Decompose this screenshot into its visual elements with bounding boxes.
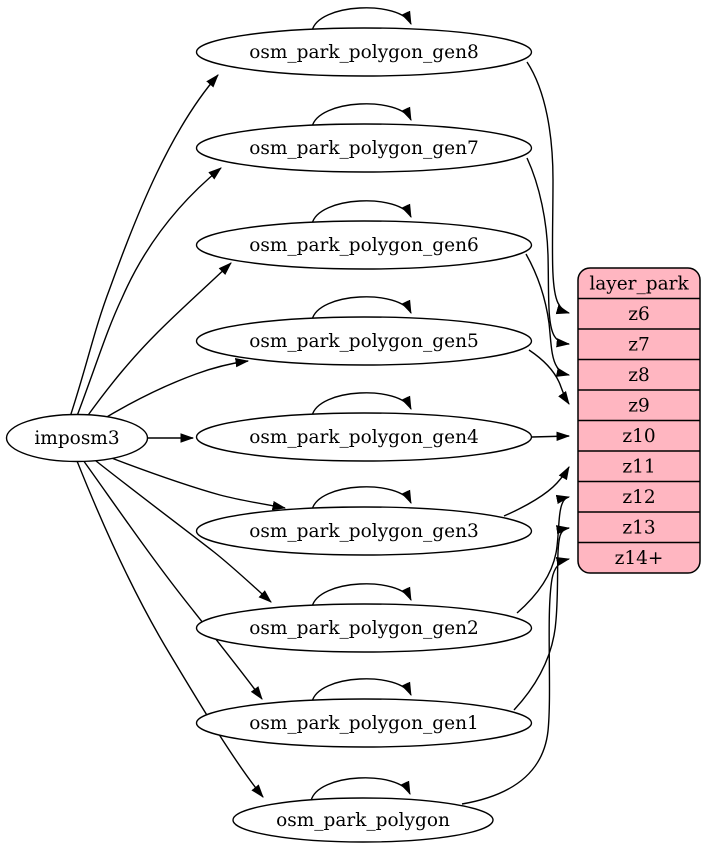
table-node-osm-park-polygon-gen5-label: osm_park_polygon_gen5 [249, 331, 479, 352]
self-loop-osm-park-polygon [310, 777, 411, 802]
edge-imposm3-to-osm-park-polygon-gen7 [76, 167, 222, 417]
table-node-osm-park-polygon-gen8: osm_park_polygon_gen8 [195, 27, 533, 77]
record-row-z12-label: z12 [622, 487, 655, 508]
record-row-z11-label: z11 [622, 456, 655, 477]
nodes-layer: imposm3 osm_park_polygon_gen8 osm_park_pol… [5, 27, 701, 843]
edge-imposm3-to-osm-park-polygon-gen1 [82, 459, 263, 700]
edge-imposm3-to-osm-park-polygon-gen3 [100, 453, 287, 511]
edge-osm-park-polygon-gen1-to-z13 [513, 525, 571, 711]
table-node-osm-park-polygon-gen6: osm_park_polygon_gen6 [195, 220, 533, 270]
edge-osm-park-polygon-gen6-to-z8 [525, 253, 571, 377]
table-node-osm-park-polygon-gen2: osm_park_polygon_gen2 [195, 603, 533, 653]
self-loop-osm-park-polygon-gen6 [311, 200, 412, 225]
table-node-osm-park-polygon-gen3: osm_park_polygon_gen3 [195, 506, 533, 556]
self-loop-osm-park-polygon-gen4 [311, 392, 412, 417]
record-row-z14plus-label: z14+ [615, 548, 664, 569]
edges-layer [69, 7, 571, 805]
table-node-osm-park-polygon-gen5: osm_park_polygon_gen5 [195, 316, 533, 366]
self-loop-osm-park-polygon-gen3 [311, 486, 412, 511]
edge-osm-park-polygon-gen4-to-z10 [531, 431, 571, 442]
self-loop-osm-park-polygon-gen7 [311, 103, 412, 128]
table-node-osm-park-polygon-gen7-label: osm_park_polygon_gen7 [249, 138, 479, 159]
table-node-osm-park-polygon-gen1-shape [195, 698, 533, 748]
edge-imposm3-to-osm-park-polygon-gen5 [99, 357, 250, 422]
table-node-osm-park-polygon-gen5-shape [195, 316, 533, 366]
record-layer-park: layer_park z6 z7 z8 z9 z10 z11 z12 z13 z14+ [577, 267, 701, 574]
table-node-osm-park-polygon-gen1-label: osm_park_polygon_gen1 [249, 713, 479, 734]
table-node-osm-park-polygon-gen4-label: osm_park_polygon_gen4 [249, 427, 479, 448]
node-imposm3: imposm3 [5, 413, 149, 463]
edge-imposm3-to-osm-park-polygon-gen6 [85, 262, 232, 419]
table-node-osm-park-polygon-gen4-shape [195, 412, 533, 462]
node-imposm3-shape [5, 413, 149, 463]
record-row-z9-label: z9 [628, 395, 650, 416]
table-node-osm-park-polygon-gen2-shape [195, 603, 533, 653]
table-node-osm-park-polygon-gen8-label: osm_park_polygon_gen8 [249, 42, 479, 63]
table-node-osm-park-polygon-gen2-label: osm_park_polygon_gen2 [249, 618, 479, 639]
record-row-z7-label: z7 [628, 334, 650, 355]
table-node-osm-park-polygon-gen3-label: osm_park_polygon_gen3 [249, 521, 479, 542]
edge-imposm3-to-osm-park-polygon-gen2 [90, 456, 272, 603]
self-loop-osm-park-polygon-gen1 [311, 678, 412, 703]
table-node-osm-park-polygon-label: osm_park_polygon [276, 810, 450, 831]
table-node-osm-park-polygon-gen7: osm_park_polygon_gen7 [195, 123, 533, 173]
edge-imposm3-to-osm-park-polygon-gen8 [69, 74, 219, 418]
self-loop-osm-park-polygon-gen5 [311, 296, 412, 321]
edge-osm-park-polygon-to-z14plus [461, 557, 571, 805]
table-node-osm-park-polygon-gen6-shape [195, 220, 533, 270]
edge-osm-park-polygon-gen8-to-z6 [526, 61, 571, 315]
record-title: layer_park [589, 273, 689, 294]
table-node-osm-park-polygon-shape [232, 797, 494, 843]
table-node-osm-park-polygon-gen7-shape [195, 123, 533, 173]
record-row-z8-label: z8 [628, 365, 650, 386]
edge-osm-park-polygon-gen5-to-z9 [528, 349, 570, 405]
table-node-osm-park-polygon-gen8-shape [195, 27, 533, 77]
table-node-osm-park-polygon-gen4: osm_park_polygon_gen4 [195, 412, 533, 462]
record-row-z10-label: z10 [622, 426, 655, 447]
table-node-osm-park-polygon-gen3-shape [195, 506, 533, 556]
edge-osm-park-polygon-gen7-to-z7 [526, 157, 571, 348]
self-loop-osm-park-polygon-gen2 [311, 583, 412, 608]
edge-osm-park-polygon-gen3-to-z11 [503, 466, 570, 517]
edge-imposm3-to-osm-park-polygon [76, 460, 264, 798]
edge-osm-park-polygon-gen2-to-z12 [516, 494, 571, 614]
node-imposm3-label: imposm3 [34, 428, 119, 449]
table-node-osm-park-polygon-gen1: osm_park_polygon_gen1 [195, 698, 533, 748]
self-loop-osm-park-polygon-gen8 [311, 7, 412, 32]
record-row-z6-label: z6 [628, 304, 650, 325]
record-row-z13-label: z13 [622, 517, 655, 538]
table-node-osm-park-polygon-gen6-label: osm_park_polygon_gen6 [249, 235, 479, 256]
table-node-osm-park-polygon: osm_park_polygon [232, 797, 494, 843]
